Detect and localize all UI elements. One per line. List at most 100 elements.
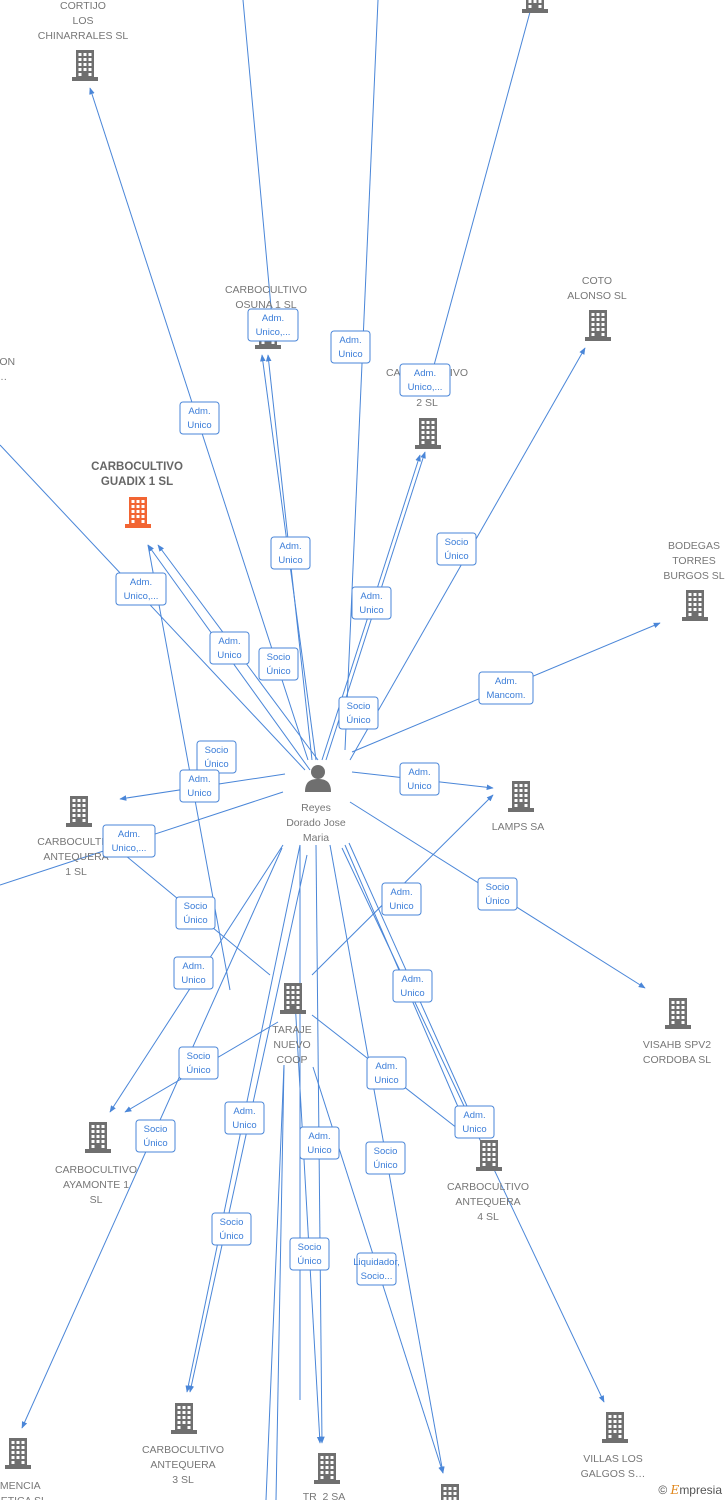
company-building-icon[interactable] — [125, 497, 151, 528]
role-badge[interactable]: Adm.Unico,... — [102, 824, 156, 858]
company-label: CARBOCULTI… — [37, 836, 114, 848]
company-building-icon[interactable] — [66, 796, 92, 827]
role-badge[interactable]: Adm.Unico — [209, 631, 250, 665]
company-building-icon[interactable] — [85, 1122, 111, 1153]
role-badge[interactable]: Adm.Unico — [299, 1126, 340, 1160]
role-badge[interactable]: Adm.Unico,... — [399, 363, 451, 397]
company-label: CARBOCULTIVO — [55, 1164, 137, 1176]
role-text: Unico,... — [408, 382, 443, 393]
role-badge[interactable]: Adm.Unico,... — [115, 572, 167, 606]
role-text: Adm. — [463, 1110, 485, 1121]
role-badge[interactable]: Adm.Unico — [330, 330, 371, 364]
role-text: Adm. — [130, 577, 152, 588]
role-text: Único — [143, 1138, 167, 1149]
company-node-tr2[interactable]: TR_2 SA — [303, 1453, 346, 1500]
company-node-lamps[interactable]: LAMPS SA — [492, 781, 545, 833]
company-label: SL — [90, 1194, 103, 1206]
role-badge[interactable]: Adm.Unico — [179, 401, 220, 435]
role-text: Unico — [374, 1075, 398, 1086]
company-building-icon[interactable] — [72, 50, 98, 81]
company-building-icon[interactable] — [508, 781, 534, 812]
role-text: Liquidador, — [353, 1257, 399, 1268]
role-badge[interactable]: Adm.Unico — [381, 882, 422, 916]
role-badge[interactable]: Adm.Unico — [270, 536, 311, 570]
role-text: Único — [346, 715, 370, 726]
role-text: Único — [266, 666, 290, 677]
role-text: Unico — [359, 605, 383, 616]
company-label: …ON — [0, 356, 15, 368]
company-label: CHINARRALES SL — [38, 30, 129, 42]
role-text: Unico — [338, 349, 362, 360]
role-text: Unico — [462, 1124, 486, 1135]
role-badge[interactable]: Adm.Unico — [392, 969, 433, 1003]
company-node-offleft[interactable]: …ON… — [0, 340, 15, 383]
role-badge[interactable]: Adm.Unico,... — [247, 308, 299, 342]
role-layer: Adm.Unico,...Adm.UnicoAdm.Unico,...Adm.U… — [102, 308, 534, 1286]
company-building-icon[interactable] — [437, 1484, 463, 1500]
company-label: CARBOCULTIVO — [142, 1444, 224, 1456]
company-label: VISAHB SPV2 — [643, 1039, 711, 1051]
company-label: COOP — [277, 1054, 308, 1066]
role-badge[interactable]: Liquidador, Socio... — [353, 1252, 400, 1286]
role-badge[interactable]: Adm. Unico — [366, 1056, 407, 1090]
role-badge[interactable]: Adm.Unico — [173, 956, 214, 990]
role-badge[interactable]: Adm.Unico — [351, 586, 392, 620]
company-building-icon[interactable] — [476, 1140, 502, 1171]
role-text: Unico — [217, 650, 241, 661]
company-label: …BETICA SL — [0, 1495, 47, 1500]
role-badge[interactable]: Adm.Mancom. — [478, 671, 534, 705]
role-text: Unico — [400, 988, 424, 999]
role-text: Adm. — [188, 774, 210, 785]
role-text: Único — [297, 1256, 321, 1267]
company-label: …MENCIA — [0, 1480, 41, 1492]
company-node-ayamonte[interactable]: CARBOCULTIVO AYAMONTE 1 SL — [55, 1122, 137, 1206]
role-text: Socio... — [361, 1271, 393, 1282]
role-badge[interactable]: Adm.Unico — [179, 769, 220, 803]
company-building-icon[interactable] — [280, 983, 306, 1014]
company-building-icon[interactable] — [682, 590, 708, 621]
company-building-icon[interactable] — [415, 418, 441, 449]
role-text: Único — [186, 1065, 210, 1076]
company-building-icon[interactable] — [665, 998, 691, 1029]
role-text: Unico — [181, 975, 205, 986]
role-badge[interactable]: Adm.Unico — [224, 1101, 265, 1135]
role-text: Socio — [184, 901, 208, 912]
role-badge[interactable]: Adm. Unico — [454, 1105, 495, 1139]
company-building-icon[interactable] — [171, 1403, 197, 1434]
company-label: ANTEQUERA — [455, 1196, 520, 1208]
company-node-mencia[interactable]: …MENCIA …BETICA SL — [0, 1438, 47, 1500]
company-building-icon[interactable] — [585, 310, 611, 341]
company-building-icon[interactable] — [602, 1412, 628, 1443]
role-badge[interactable]: Adm.Unico — [399, 762, 440, 796]
company-label: AYAMONTE 1 — [63, 1179, 129, 1191]
company-building-icon[interactable] — [522, 0, 548, 13]
company-label: 1 SL — [65, 866, 87, 878]
company-label: COTO — [582, 275, 612, 287]
company-building-icon[interactable] — [5, 1438, 31, 1469]
company-building-icon[interactable] — [314, 1453, 340, 1484]
role-text: Adm. — [375, 1061, 397, 1072]
